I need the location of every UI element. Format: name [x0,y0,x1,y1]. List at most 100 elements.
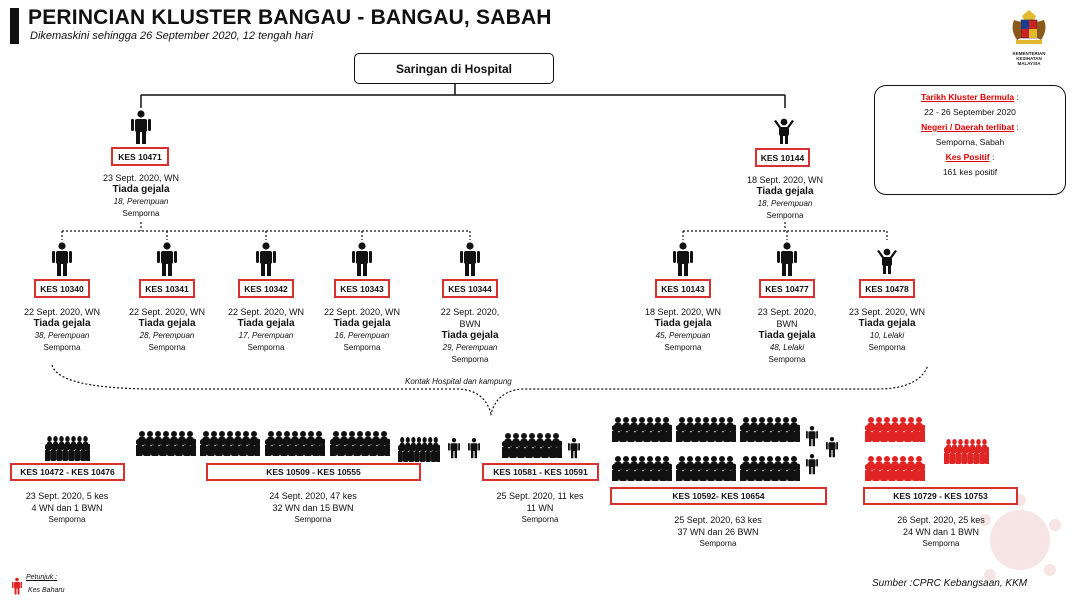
info-value-region: Semporna, Sabah [935,137,1005,147]
case-person: 10, Lelaki [869,331,905,340]
case-id-badge: KES 10342 [238,279,294,298]
group-location: Semporna [922,539,960,548]
title-accent-bar [10,8,19,44]
adult-person-icon [352,242,372,276]
cluster-info-box: Tarikh Kluster Bermula : 22 - 26 Septemb… [874,85,1066,195]
case-symptom: Tiada gejala [333,318,391,329]
adult-person-icon [777,242,797,276]
group-line2: 37 WN dan 26 BWN [677,527,759,537]
case-person: 17, Perempuan [238,331,294,340]
case-date: 23 Sept. 2020, WN [102,173,180,183]
adult-person-icon [52,242,72,276]
case-location: Semporna [766,211,804,220]
person-icon [826,437,838,458]
logo-text-line1: KEMENTERIAN KESIHATAN [1012,51,1046,61]
info-label-positive: Kes Positif [945,152,990,162]
crowd-icon [740,417,800,442]
group-detail: 25 Sept. 2020, 11 kes 11 WN Semporna [475,490,605,526]
group-line2: 32 WN dan 15 BWN [272,503,354,513]
group-range-badge: KES 10509 - KES 10555 [206,463,421,481]
adult-person-icon [256,242,276,276]
case-detail: 18 Sept. 2020, WN Tiada gejala 45, Perem… [628,306,738,354]
case-location: Semporna [868,343,906,352]
group-line1: 23 Sept. 2020, 5 kes [25,491,109,501]
case-detail: 22 Sept. 2020, WN Tiada gejala 17, Perem… [211,306,321,354]
person-icon [448,438,460,459]
ministry-logo: KEMENTERIAN KESIHATAN MALAYSIA [1000,6,1058,66]
adult-person-icon [460,242,480,276]
case-detail: 22 Sept. 2020, WN Tiada gejala 28, Perem… [112,306,222,354]
group-detail: 25 Sept. 2020, 63 kes 37 WN dan 26 BWN S… [633,514,803,550]
case-person: 29, Perempuan [442,343,498,352]
legend-title: Petunjuk : [26,574,58,581]
case-location: Semporna [43,343,81,352]
case-person: 38, Perempuan [34,331,90,340]
crowd-icon [398,437,440,462]
info-label-region: Negeri / Daerah terlibat [921,122,1015,132]
case-detail: 22 Sept. 2020, BWN Tiada gejala 29, Pere… [415,306,525,366]
case-location: Semporna [451,355,489,364]
new-case-legend-icon [12,577,22,595]
crowd-icon [265,431,325,456]
group-location: Semporna [699,539,737,548]
group-detail: 26 Sept. 2020, 25 kes 24 WN dan 1 BWN Se… [866,514,1016,550]
case-date-cont: BWN [776,319,798,329]
case-symptom: Tiada gejala [756,186,814,197]
group-detail: 24 Sept. 2020, 47 kes 32 WN dan 15 BWN S… [228,490,398,526]
case-person: 48, Lelaki [769,343,805,352]
group-line1: 26 Sept. 2020, 25 kes [897,515,985,525]
crowd-icon [200,431,260,456]
case-symptom: Tiada gejala [441,330,499,341]
case-location: Semporna [343,343,381,352]
case-id-badge: KES 10143 [655,279,711,298]
crowd-icon [330,431,390,456]
case-location: Semporna [148,343,186,352]
crowd-icon [612,417,672,442]
person-icon [806,454,818,475]
case-date: 22 Sept. 2020, WN [323,307,401,317]
adult-person-icon [131,110,151,144]
child-person-icon [877,248,897,274]
case-detail: 23 Sept. 2020, WN Tiada gejala 18, Perem… [61,172,221,220]
case-detail: 23 Sept. 2020, BWN Tiada gejala 48, Lela… [732,306,842,366]
case-date: 22 Sept. 2020, WN [23,307,101,317]
case-symptom: Tiada gejala [112,184,170,195]
info-colon-2: : [1016,122,1019,132]
crowd-icon [676,417,736,442]
case-id-badge: KES 10344 [442,279,498,298]
case-id-badge: KES 10343 [334,279,390,298]
case-id-badge: KES 10471 [111,147,169,166]
case-person: 18, Perempuan [757,199,813,208]
person-icon [806,426,818,447]
info-value-start: 22 - 26 September 2020 [924,107,1016,117]
case-location: Semporna [247,343,285,352]
crowd-icon [740,456,800,481]
new-case-crowd-icon [865,456,925,481]
case-date: 23 Sept. 2020, [757,307,817,317]
contact-label: Kontak Hospital dan kampung [405,377,512,386]
case-person: 45, Perempuan [655,331,711,340]
case-location: Semporna [664,343,702,352]
coat-of-arms-icon [1012,10,1046,44]
case-id-badge: KES 10340 [34,279,90,298]
adult-person-icon [673,242,693,276]
case-detail: 22 Sept. 2020, WN Tiada gejala 16, Perem… [307,306,417,354]
page-title: PERINCIAN KLUSTER BANGAU - BANGAU, SABAH [28,6,552,29]
case-date-cont: BWN [459,319,481,329]
case-person: 18, Perempuan [113,197,169,206]
legend-item: Kes Baharu [28,587,65,594]
case-detail: 18 Sept. 2020, WN Tiada gejala 18, Perem… [705,174,865,222]
info-value-positive: 161 kes positif [942,167,998,177]
case-symptom: Tiada gejala [237,318,295,329]
page-subtitle: Dikemaskini sehingga 26 September 2020, … [30,30,314,42]
case-symptom: Tiada gejala [758,330,816,341]
case-id-badge: KES 10341 [139,279,195,298]
case-id-badge: KES 10477 [759,279,815,298]
group-range-badge: KES 10729 - KES 10753 [863,487,1018,505]
group-location: Semporna [294,515,332,524]
child-person-icon [774,118,794,144]
case-id-badge: KES 10478 [859,279,915,298]
group-line2: 24 WN dan 1 BWN [902,527,980,537]
new-case-crowd-icon [865,417,925,442]
